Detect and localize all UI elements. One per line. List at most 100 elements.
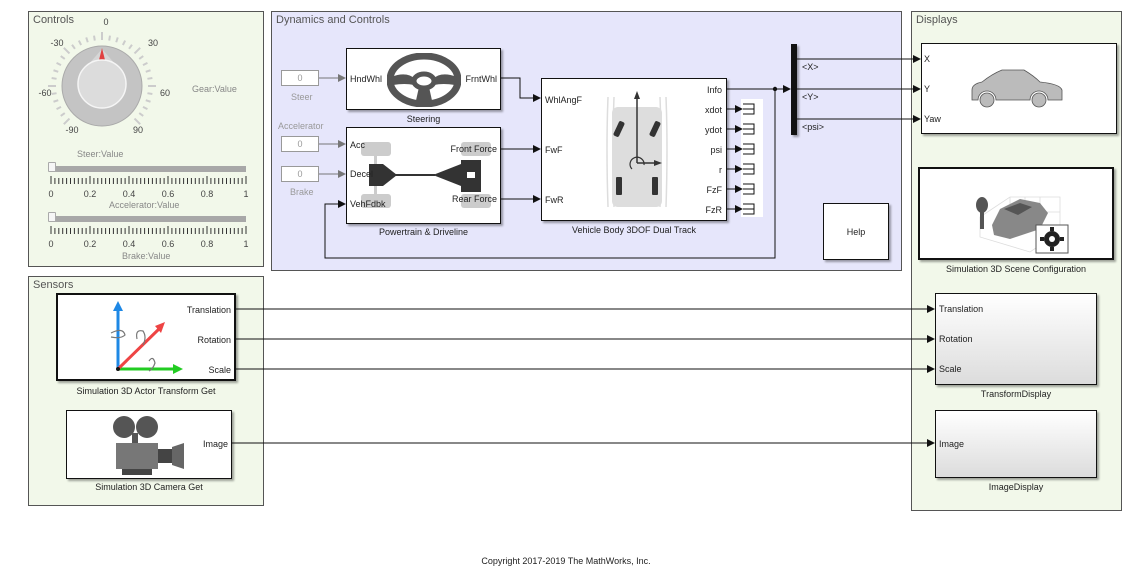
controls-area: Controls [28,11,264,267]
steering-port-frntwhl: FrntWhl [465,74,498,84]
knob-tick [63,117,71,125]
knob-tick [51,92,57,95]
steering-port-hndwhl: HndWhl [350,74,383,84]
transform-display-port-translation: Translation [939,304,984,314]
brake-tick-1: 0.2 [83,239,97,249]
accelerator-slider-track[interactable] [52,166,246,172]
brake-tick-3: 0.6 [161,239,175,249]
knob-tick [138,55,144,60]
knob-tick [51,77,57,80]
accelerator-constant-block[interactable]: 0 [281,136,319,152]
bus-selector-block[interactable] [791,44,797,135]
powertrain-port-decel: Decel [350,169,374,179]
accelerator-slider-ticks [50,176,247,184]
steering-block-name: Steering [406,114,441,124]
actor-transform-port-rotation: Rotation [197,335,231,345]
actor-transform-port-scale: Scale [208,365,231,375]
knob-tick [71,44,76,50]
vehicle-port-fzr: FzR [705,205,723,215]
scene-configuration-block[interactable] [918,167,1114,260]
help-button[interactable]: Help [823,203,889,260]
knob-tick [147,92,153,95]
knob-tick [56,105,62,111]
camera-get-block[interactable]: Image [66,410,232,479]
vehicle-port-whlangf: WhlAngF [545,95,583,105]
brake-value-label: Brake:Value [122,251,171,261]
brake-slider-thumb[interactable] [48,212,56,222]
knob-tick [85,37,89,43]
gear-value-label: Gear:Value [192,84,237,94]
vehicle-port-r: r [719,165,722,175]
camera-get-name: Simulation 3D Camera Get [95,482,203,492]
bus-signal-x: <X> [802,62,819,72]
knob-tick [128,44,133,50]
powertrain-port-vehfdbk: VehFdbk [350,199,386,209]
bus-signal-psi: <psi> [802,122,825,132]
knob-tick [93,35,96,41]
brake-constant-block[interactable]: 0 [281,166,319,182]
dynamics-area-title: Dynamics and Controls [276,14,390,26]
display-port-x: X [924,54,931,64]
transform-display-block[interactable]: Translation Rotation Scale [935,293,1097,385]
axes-icon [110,301,183,374]
actor-transform-get-name: Simulation 3D Actor Transform Get [76,386,216,396]
steering-wheel-icon [387,53,461,107]
display-port-yaw: Yaw [924,114,941,124]
accelerator-slider-thumb[interactable] [48,162,56,172]
knob-label-90: 90 [132,125,144,135]
transform-display-name: TransformDisplay [980,389,1052,399]
camera-icon [113,416,184,475]
camera-port-image: Image [202,439,228,449]
knob-label-neg60: -60 [38,88,52,98]
knob-tick [121,40,127,46]
knob-tick [60,112,66,117]
steering-block[interactable]: HndWhl FrntWhl [346,48,501,110]
accel-tick-1: 0.2 [83,189,97,199]
knob-tick [108,35,111,41]
brake-constant-label: Brake [290,187,314,197]
brake-slider[interactable] [48,212,248,262]
steer-knob[interactable] [36,14,176,139]
knob-tick [142,61,148,67]
transform-display-port-rotation: Rotation [939,334,973,344]
vehicle-body-block[interactable]: WhlAngF FwF FwR Info xdot ydot psi r FzF… [541,78,727,221]
accel-tick-3: 0.6 [161,189,175,199]
steer-value-label: Steer:Value [77,149,124,159]
controls-area-title: Controls [33,14,74,26]
brake-slider-track[interactable] [52,216,246,222]
car-icon [971,69,1063,108]
actor-transform-port-translation: Translation [186,305,231,315]
transform-display-port-scale: Scale [939,364,962,374]
powertrain-port-front-force: Front Force [450,144,497,154]
brake-tick-2: 0.4 [122,239,136,249]
vehicle-port-info: Info [706,85,722,95]
actor-transform-get-block[interactable]: Translation Rotation Scale [56,293,236,381]
knob-tick [56,61,62,67]
vehicle-port-psi: psi [710,145,722,155]
image-display-name: ImageDisplay [988,482,1044,492]
accelerator-constant-label: Accelerator [278,121,324,131]
image-display-block[interactable]: Image [935,410,1097,478]
knob-tick [77,40,83,46]
terminators-background [741,99,763,217]
knob-tick-marks [48,32,156,125]
vehicle-port-fwr: FwR [545,195,564,205]
accelerator-slider[interactable] [48,162,248,212]
knob-cap [77,59,127,109]
powertrain-block[interactable]: Acc Decel VehFdbk Front Force Rear Force [346,127,501,224]
scene-configuration-name: Simulation 3D Scene Configuration [945,264,1087,274]
vehicle-position-display[interactable]: X Y Yaw [921,43,1117,134]
knob-tick [115,37,119,43]
knob-label-0: 0 [103,17,109,27]
displays-area-title: Displays [916,14,958,26]
knob-tick [53,69,59,73]
knob-tick [63,47,71,55]
steer-constant-block[interactable]: 0 [281,70,319,86]
knob-tick [138,112,144,117]
image-display-port-image: Image [939,439,965,449]
knob-tick [142,105,148,111]
accel-tick-4: 0.8 [200,189,214,199]
accel-tick-0: 0 [48,189,54,199]
knob-indicator [99,48,105,60]
vehicle-port-ydot: ydot [704,125,722,135]
